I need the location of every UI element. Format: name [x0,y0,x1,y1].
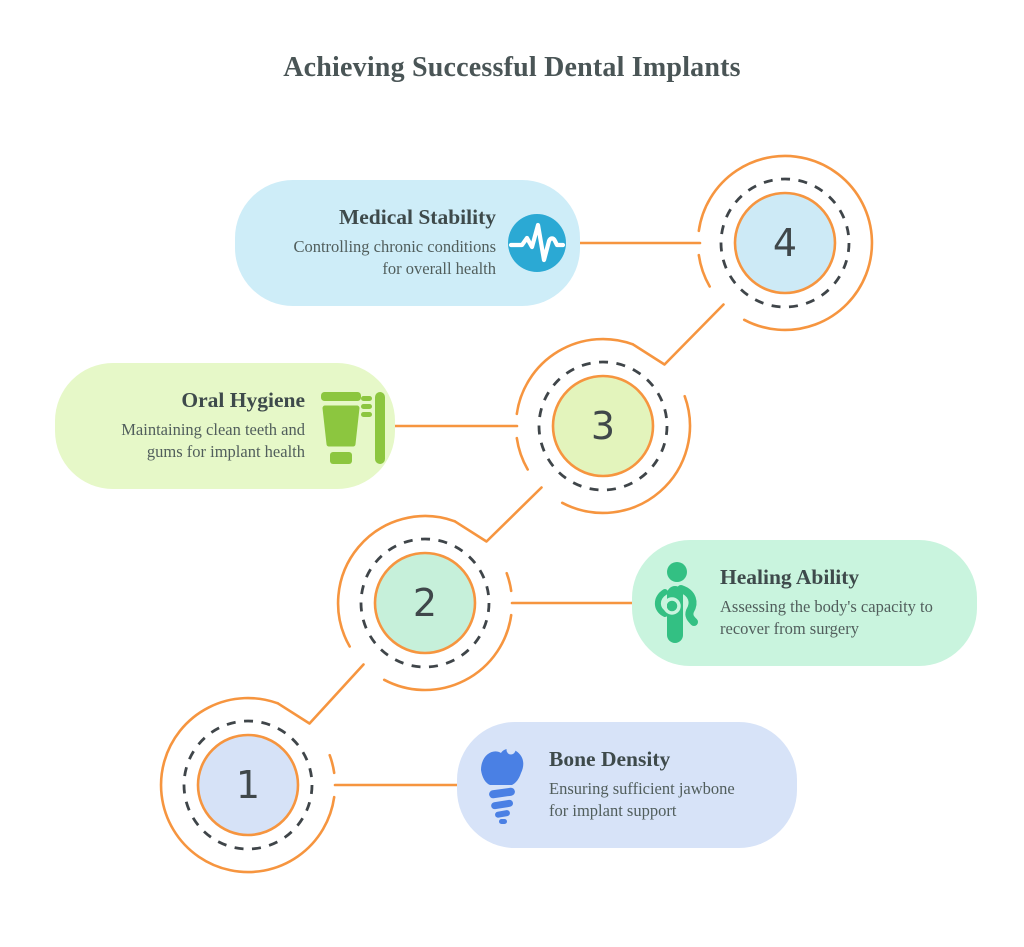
page-title: Achieving Successful Dental Implants [283,52,741,83]
card-description-medical-stability: Controlling chronic conditions for overa… [293,237,496,278]
card-title-medical-stability: Medical Stability [338,205,496,230]
toothpaste-toothbrush-icon [321,392,385,464]
step-number-4: 4 [773,221,797,265]
card-title-healing-ability: Healing Ability [720,565,860,590]
step-3-node: 3 [515,337,692,515]
step-circle-2 [373,551,477,655]
step-circle-3 [551,374,655,478]
outer-ring-1 [159,696,336,874]
dashed-ring-4 [719,177,851,309]
card-medical-stability: Medical Stability Controlling chronic co… [235,180,580,306]
card-title-bone-density: Bone Density [549,747,671,772]
dashed-ring-2 [359,537,491,669]
step-circle-4 [733,191,837,295]
connector-circle-4-to-3 [631,303,725,366]
card-description-healing-ability: Assessing the body's capacity to recover… [720,597,933,638]
card-title-oral-hygiene: Oral Hygiene [181,388,305,413]
step-4-node: 4 [697,154,874,332]
card-description-oral-hygiene: Maintaining clean teeth and gums for imp… [121,420,305,461]
card-oral-hygiene: Oral Hygiene Maintaining clean teeth and… [55,363,395,489]
step-number-1: 1 [236,763,260,807]
connector-circle-2-to-1 [276,663,365,725]
card-bone-density: Bone Density Ensuring sufficient jawbone… [457,722,797,848]
dental-implant-icon [481,745,524,824]
step-number-3: 3 [591,404,615,448]
outer-ring-4 [697,154,874,332]
connector-circle-3-to-2 [453,486,543,543]
outer-ring-2 [336,514,513,692]
dashed-ring-1 [182,719,314,851]
step-number-2: 2 [413,581,437,625]
outer-ring-3 [515,337,692,515]
step-circle-1 [196,733,300,837]
card-healing-ability: Healing Ability Assessing the body's cap… [632,540,977,666]
heartbeat-icon [508,214,566,272]
healing-person-icon [654,562,698,643]
card-description-bone-density: Ensuring sufficient jawbone for implant … [549,779,735,820]
dashed-ring-3 [537,360,669,492]
step-2-node: 2 [336,514,513,692]
step-1-node: 1 [159,696,336,874]
